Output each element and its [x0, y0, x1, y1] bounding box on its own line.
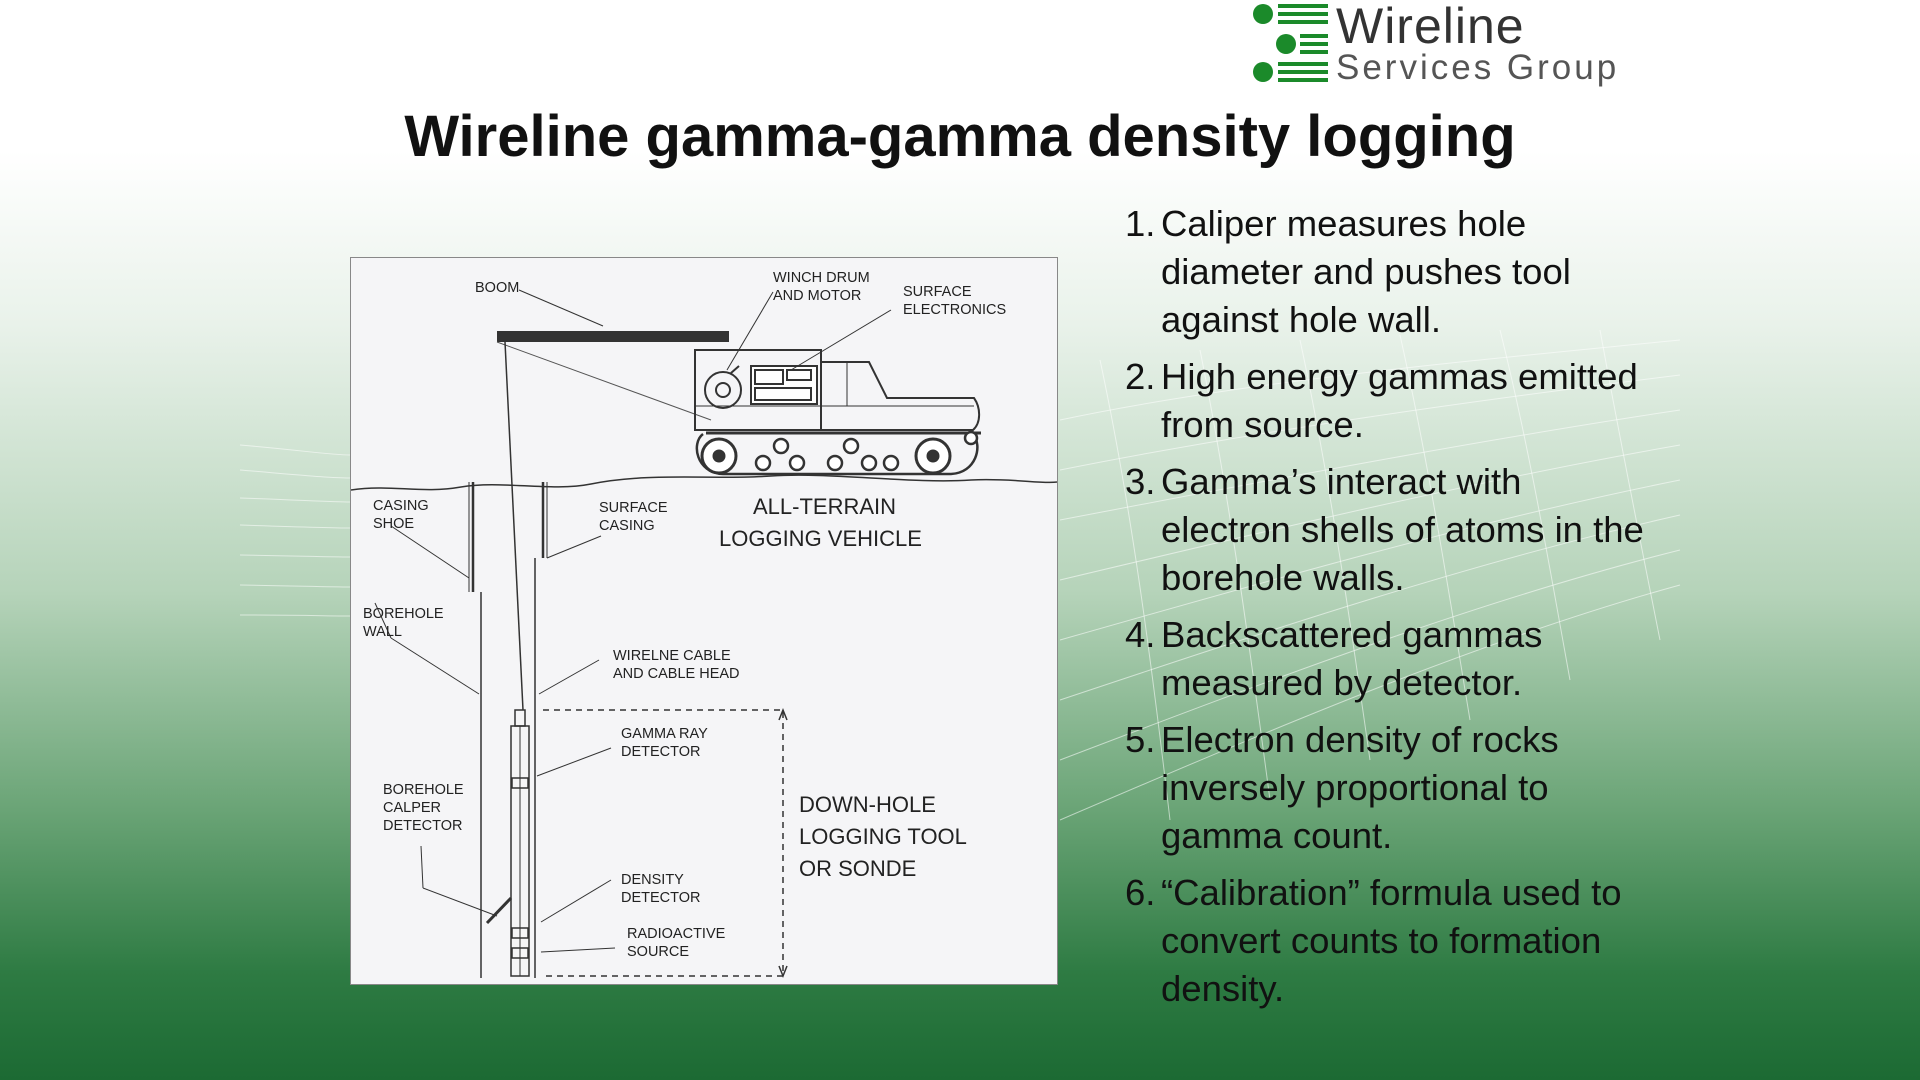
- step-item: 2.High energy gammas emitted from source…: [1125, 353, 1645, 449]
- step-number: 1.: [1125, 203, 1156, 244]
- step-number: 6.: [1125, 872, 1156, 913]
- step-number: 3.: [1125, 461, 1156, 502]
- label-density-line1: DENSITY: [621, 872, 684, 888]
- step-text: Gamma’s interact with electron shells of…: [1161, 461, 1644, 598]
- label-borehole-wall-line2: WALL: [363, 624, 402, 640]
- label-source-line2: SOURCE: [627, 944, 689, 960]
- label-surface-casing-line1: SURFACE: [599, 500, 668, 516]
- label-tool-line3: OR SONDE: [799, 856, 916, 881]
- wireline-cable: [504, 341, 524, 711]
- label-caliper-line1: BOREHOLE: [383, 782, 464, 798]
- label-winch-line2: AND MOTOR: [773, 288, 861, 304]
- logging-sonde: [485, 709, 530, 977]
- step-item: 5.Electron density of rocks inversely pr…: [1125, 716, 1645, 860]
- step-text: Electron density of rocks inversely prop…: [1161, 719, 1559, 856]
- label-caliper-line2: CALPER: [383, 800, 441, 816]
- step-text: High energy gammas emitted from source.: [1161, 356, 1638, 445]
- logo-mark-icon: [1253, 4, 1328, 82]
- vehicle-wheels: [700, 430, 979, 475]
- label-gamma-detector-line1: GAMMA RAY: [621, 726, 708, 742]
- label-tool-line1: DOWN-HOLE: [799, 792, 936, 817]
- step-item: 6.“Calibration” formula used to convert …: [1125, 869, 1645, 1013]
- label-cable-line2: AND CABLE HEAD: [613, 666, 740, 682]
- label-boom: BOOM: [475, 280, 519, 296]
- step-number: 2.: [1125, 356, 1156, 397]
- logo-text-wireline: Wireline: [1336, 0, 1525, 54]
- label-vehicle-line2: LOGGING VEHICLE: [719, 526, 922, 551]
- label-electronics-line2: ELECTRONICS: [903, 302, 1006, 318]
- step-item: 3.Gamma’s interact with electron shells …: [1125, 458, 1645, 602]
- step-item: 4.Backscattered gammas measured by detec…: [1125, 611, 1645, 707]
- logging-diagram: BOOM WINCH DRUM AND MOTOR SURFACE ELECTR…: [350, 257, 1058, 985]
- logging-diagram-svg: BOOM WINCH DRUM AND MOTOR SURFACE ELECTR…: [351, 270, 1057, 979]
- step-text: Caliper measures hole diameter and pushe…: [1161, 203, 1571, 340]
- label-electronics-line1: SURFACE: [903, 284, 972, 300]
- step-item: 1.Caliper measures hole diameter and pus…: [1125, 200, 1645, 344]
- label-cable-line1: WIRELNE CABLE: [613, 648, 731, 664]
- label-gamma-detector-line2: DETECTOR: [621, 744, 701, 760]
- label-density-line2: DETECTOR: [621, 890, 701, 906]
- label-winch-line1: WINCH DRUM: [773, 270, 870, 286]
- step-number: 5.: [1125, 719, 1156, 760]
- step-text: Backscattered gammas measured by detecto…: [1161, 614, 1543, 703]
- label-vehicle-line1: ALL-TERRAIN: [753, 494, 896, 519]
- ground-line: [351, 474, 1057, 491]
- step-text: “Calibration” formula used to convert co…: [1161, 872, 1622, 1009]
- label-tool-line2: LOGGING TOOL: [799, 824, 967, 849]
- label-casing-shoe-line1: CASING: [373, 498, 429, 514]
- steps-list: 1.Caliper measures hole diameter and pus…: [1125, 200, 1645, 1022]
- label-casing-shoe-line2: SHOE: [373, 516, 414, 532]
- surface-casing: [468, 482, 548, 592]
- label-surface-casing-line2: CASING: [599, 518, 655, 534]
- label-caliper-line3: DETECTOR: [383, 818, 463, 834]
- step-number: 4.: [1125, 614, 1156, 655]
- label-source-line1: RADIOACTIVE: [627, 926, 726, 942]
- logo-text-services-group: Services Group: [1336, 48, 1620, 87]
- boom: [497, 331, 729, 342]
- label-borehole-wall-line1: BOREHOLE: [363, 606, 444, 622]
- company-logo: Wireline Services Group: [1250, 0, 1690, 90]
- logging-vehicle: [694, 349, 981, 476]
- slide-title: Wireline gamma-gamma density logging: [404, 104, 1516, 169]
